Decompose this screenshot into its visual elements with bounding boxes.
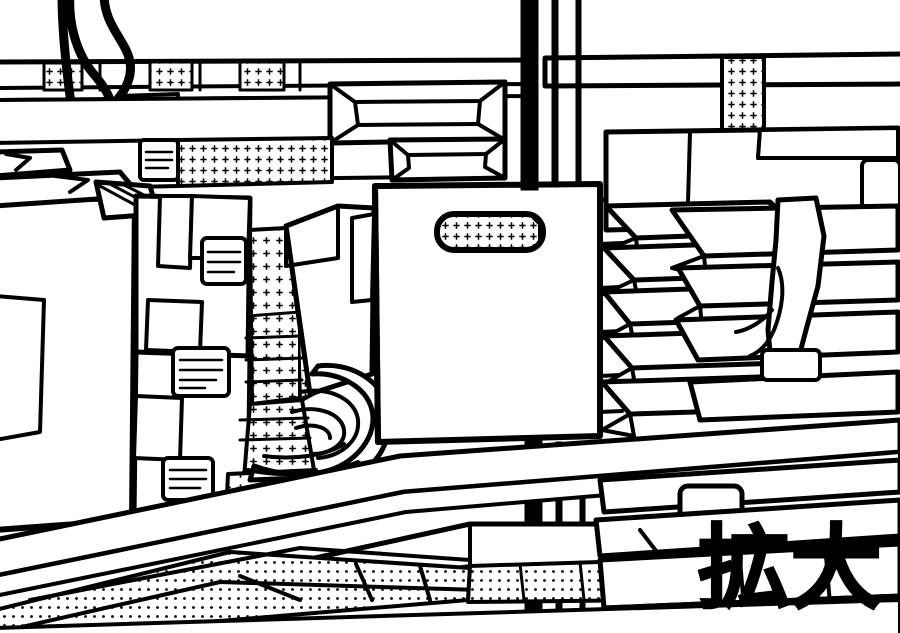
center-plain-carton (372, 181, 624, 445)
labelled-carton (131, 138, 253, 519)
shipping-label (171, 346, 231, 398)
right-package-stack (599, 125, 900, 438)
upper-shelf-boxes (0, 79, 508, 192)
kakudai-caption: 拡大 (697, 515, 883, 622)
leaning-carton (283, 203, 377, 397)
left-large-carton (0, 147, 161, 533)
shipping-label (161, 456, 215, 502)
lower-shelf-beam (0, 598, 900, 633)
lower-shelf-boxes (0, 457, 900, 633)
handle-cutout (434, 211, 546, 253)
shipping-label (138, 138, 180, 182)
shipping-label (200, 236, 248, 286)
